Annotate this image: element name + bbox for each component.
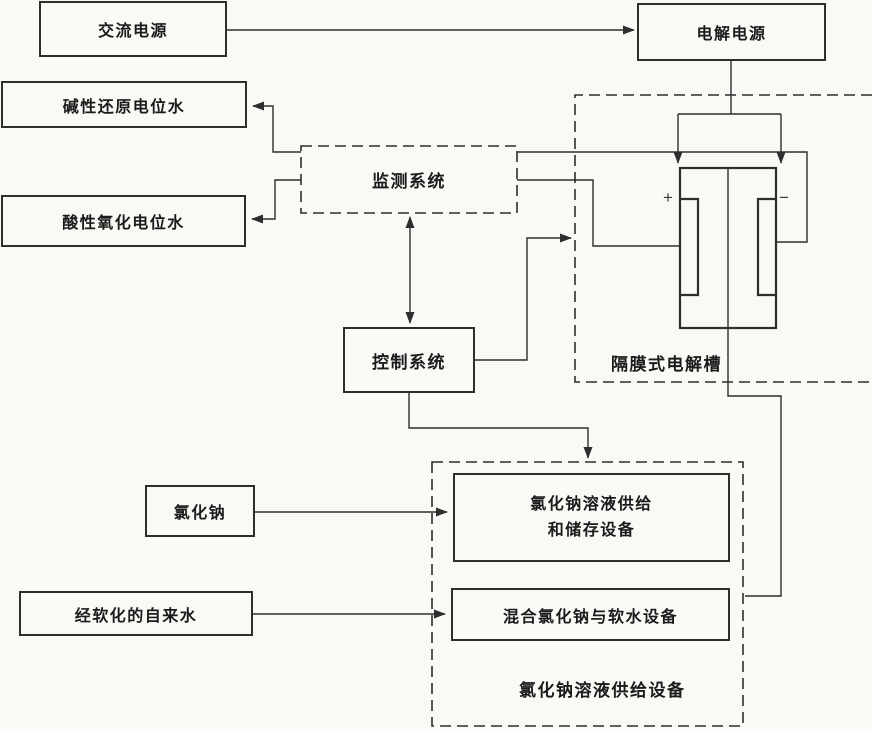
box-ac-power-label: 交流电源: [97, 23, 168, 40]
line-power-to-bus: [678, 61, 781, 115]
electrolyzer-group-label: 隔膜式电解槽: [611, 355, 722, 374]
arrow-monitor-alkaline: [252, 101, 301, 153]
arrow-control-electrolyzer: [475, 233, 572, 361]
box-ac-power: 交流电源: [39, 1, 227, 57]
box-control-system: 控制系统: [343, 327, 475, 393]
cathode-minus-sign: −: [779, 188, 789, 207]
box-supply-storage-label-line1: 氯化钠溶液供给: [530, 495, 653, 513]
line-monitor-anode: [517, 179, 679, 247]
box-nacl-label: 氯化钠: [173, 505, 227, 522]
arrow-control-supply: [408, 393, 593, 459]
box-acidic-water: 酸性氧化电位水: [1, 195, 246, 247]
box-nacl: 氯化钠: [145, 485, 255, 537]
electrolyzer-group-border: [574, 94, 872, 383]
line-monitor-cathode: [517, 151, 808, 243]
box-mixing: 混合氯化钠与软水设备: [451, 588, 730, 641]
box-control-system-label: 控制系统: [372, 352, 446, 372]
box-supply-storage: 氯化钠溶液供给 和储存设备: [453, 473, 730, 562]
box-alkaline-water-label: 碱性还原电位水: [62, 98, 186, 116]
box-electrolysis-power-label: 电解电源: [696, 26, 767, 43]
box-alkaline-water: 碱性还原电位水: [1, 81, 247, 128]
nacl-supply-group-border: [431, 461, 744, 727]
box-electrolysis-power: 电解电源: [637, 3, 826, 61]
box-softened-water-label: 经软化的自来水: [74, 607, 198, 625]
cell-cathode-plate: [756, 197, 776, 297]
box-acidic-water-label: 酸性氧化电位水: [62, 215, 185, 232]
arrow-monitor-acidic: [251, 179, 301, 224]
box-monitoring-system: 监测系统: [301, 146, 517, 213]
box-softened-water: 经软化的自来水: [19, 591, 253, 636]
nacl-supply-group-label: 氯化钠溶液供给设备: [519, 681, 686, 700]
line-cell-outlet: [727, 328, 782, 597]
box-mixing-label: 混合氯化钠与软水设备: [502, 608, 678, 626]
box-monitoring-system-label: 监测系统: [372, 172, 446, 191]
cell-anode-plate: [680, 197, 700, 297]
anode-plus-sign: +: [663, 188, 673, 207]
box-supply-storage-label-line2: 和储存设备: [547, 521, 636, 539]
